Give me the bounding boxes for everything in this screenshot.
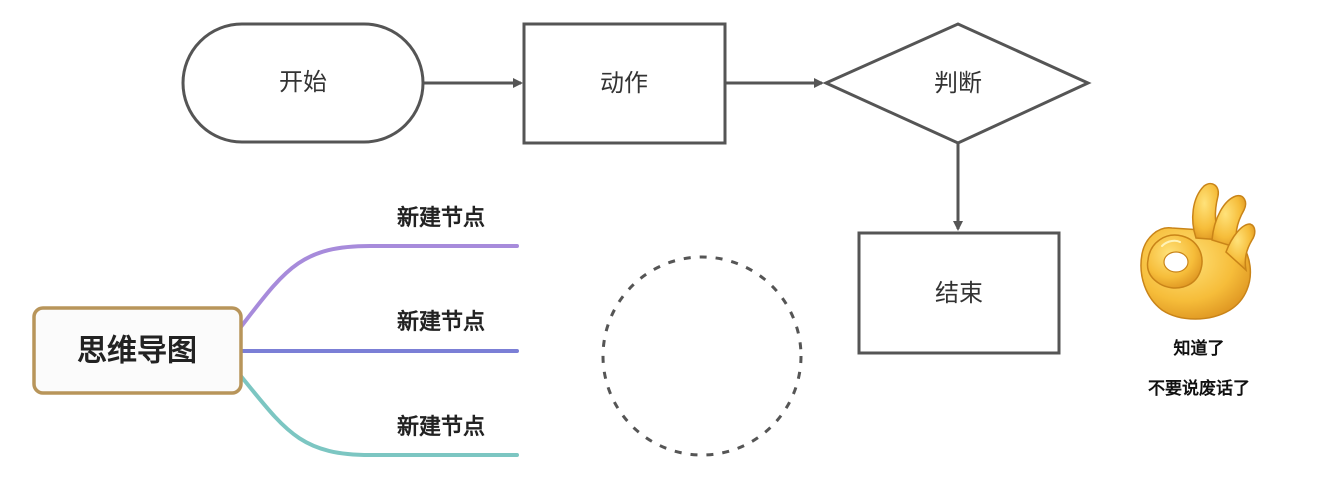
mindmap: 新建节点 新建节点 新建节点 思维导图 xyxy=(32,205,519,457)
start-label: 开始 xyxy=(279,68,327,96)
sticker-caption-line2: 不要说废话了 xyxy=(1148,378,1250,399)
branch-label-1[interactable]: 新建节点 xyxy=(397,205,485,231)
action-node[interactable]: 动作 xyxy=(522,22,727,145)
start-node[interactable]: 开始 xyxy=(181,22,425,144)
branch-label-3[interactable]: 新建节点 xyxy=(397,414,485,440)
flowchart: 开始 动作 判断 结束 xyxy=(181,22,1092,355)
sticker-caption-line1: 知道了 xyxy=(1173,338,1225,359)
dashed-circle[interactable] xyxy=(601,255,803,457)
mindmap-root-label: 思维导图 xyxy=(77,334,197,369)
mindmap-root-node[interactable]: 思维导图 xyxy=(32,306,243,395)
ok-hand-icon xyxy=(1140,182,1256,320)
decision-label: 判断 xyxy=(934,69,982,97)
decision-node[interactable]: 判断 xyxy=(822,22,1092,145)
action-label: 动作 xyxy=(600,69,648,97)
end-node[interactable]: 结束 xyxy=(857,231,1061,355)
branch-line-3 xyxy=(238,373,519,457)
branch-line-1 xyxy=(238,244,519,330)
branch-label-2[interactable]: 新建节点 xyxy=(397,309,485,335)
end-label: 结束 xyxy=(935,279,983,307)
